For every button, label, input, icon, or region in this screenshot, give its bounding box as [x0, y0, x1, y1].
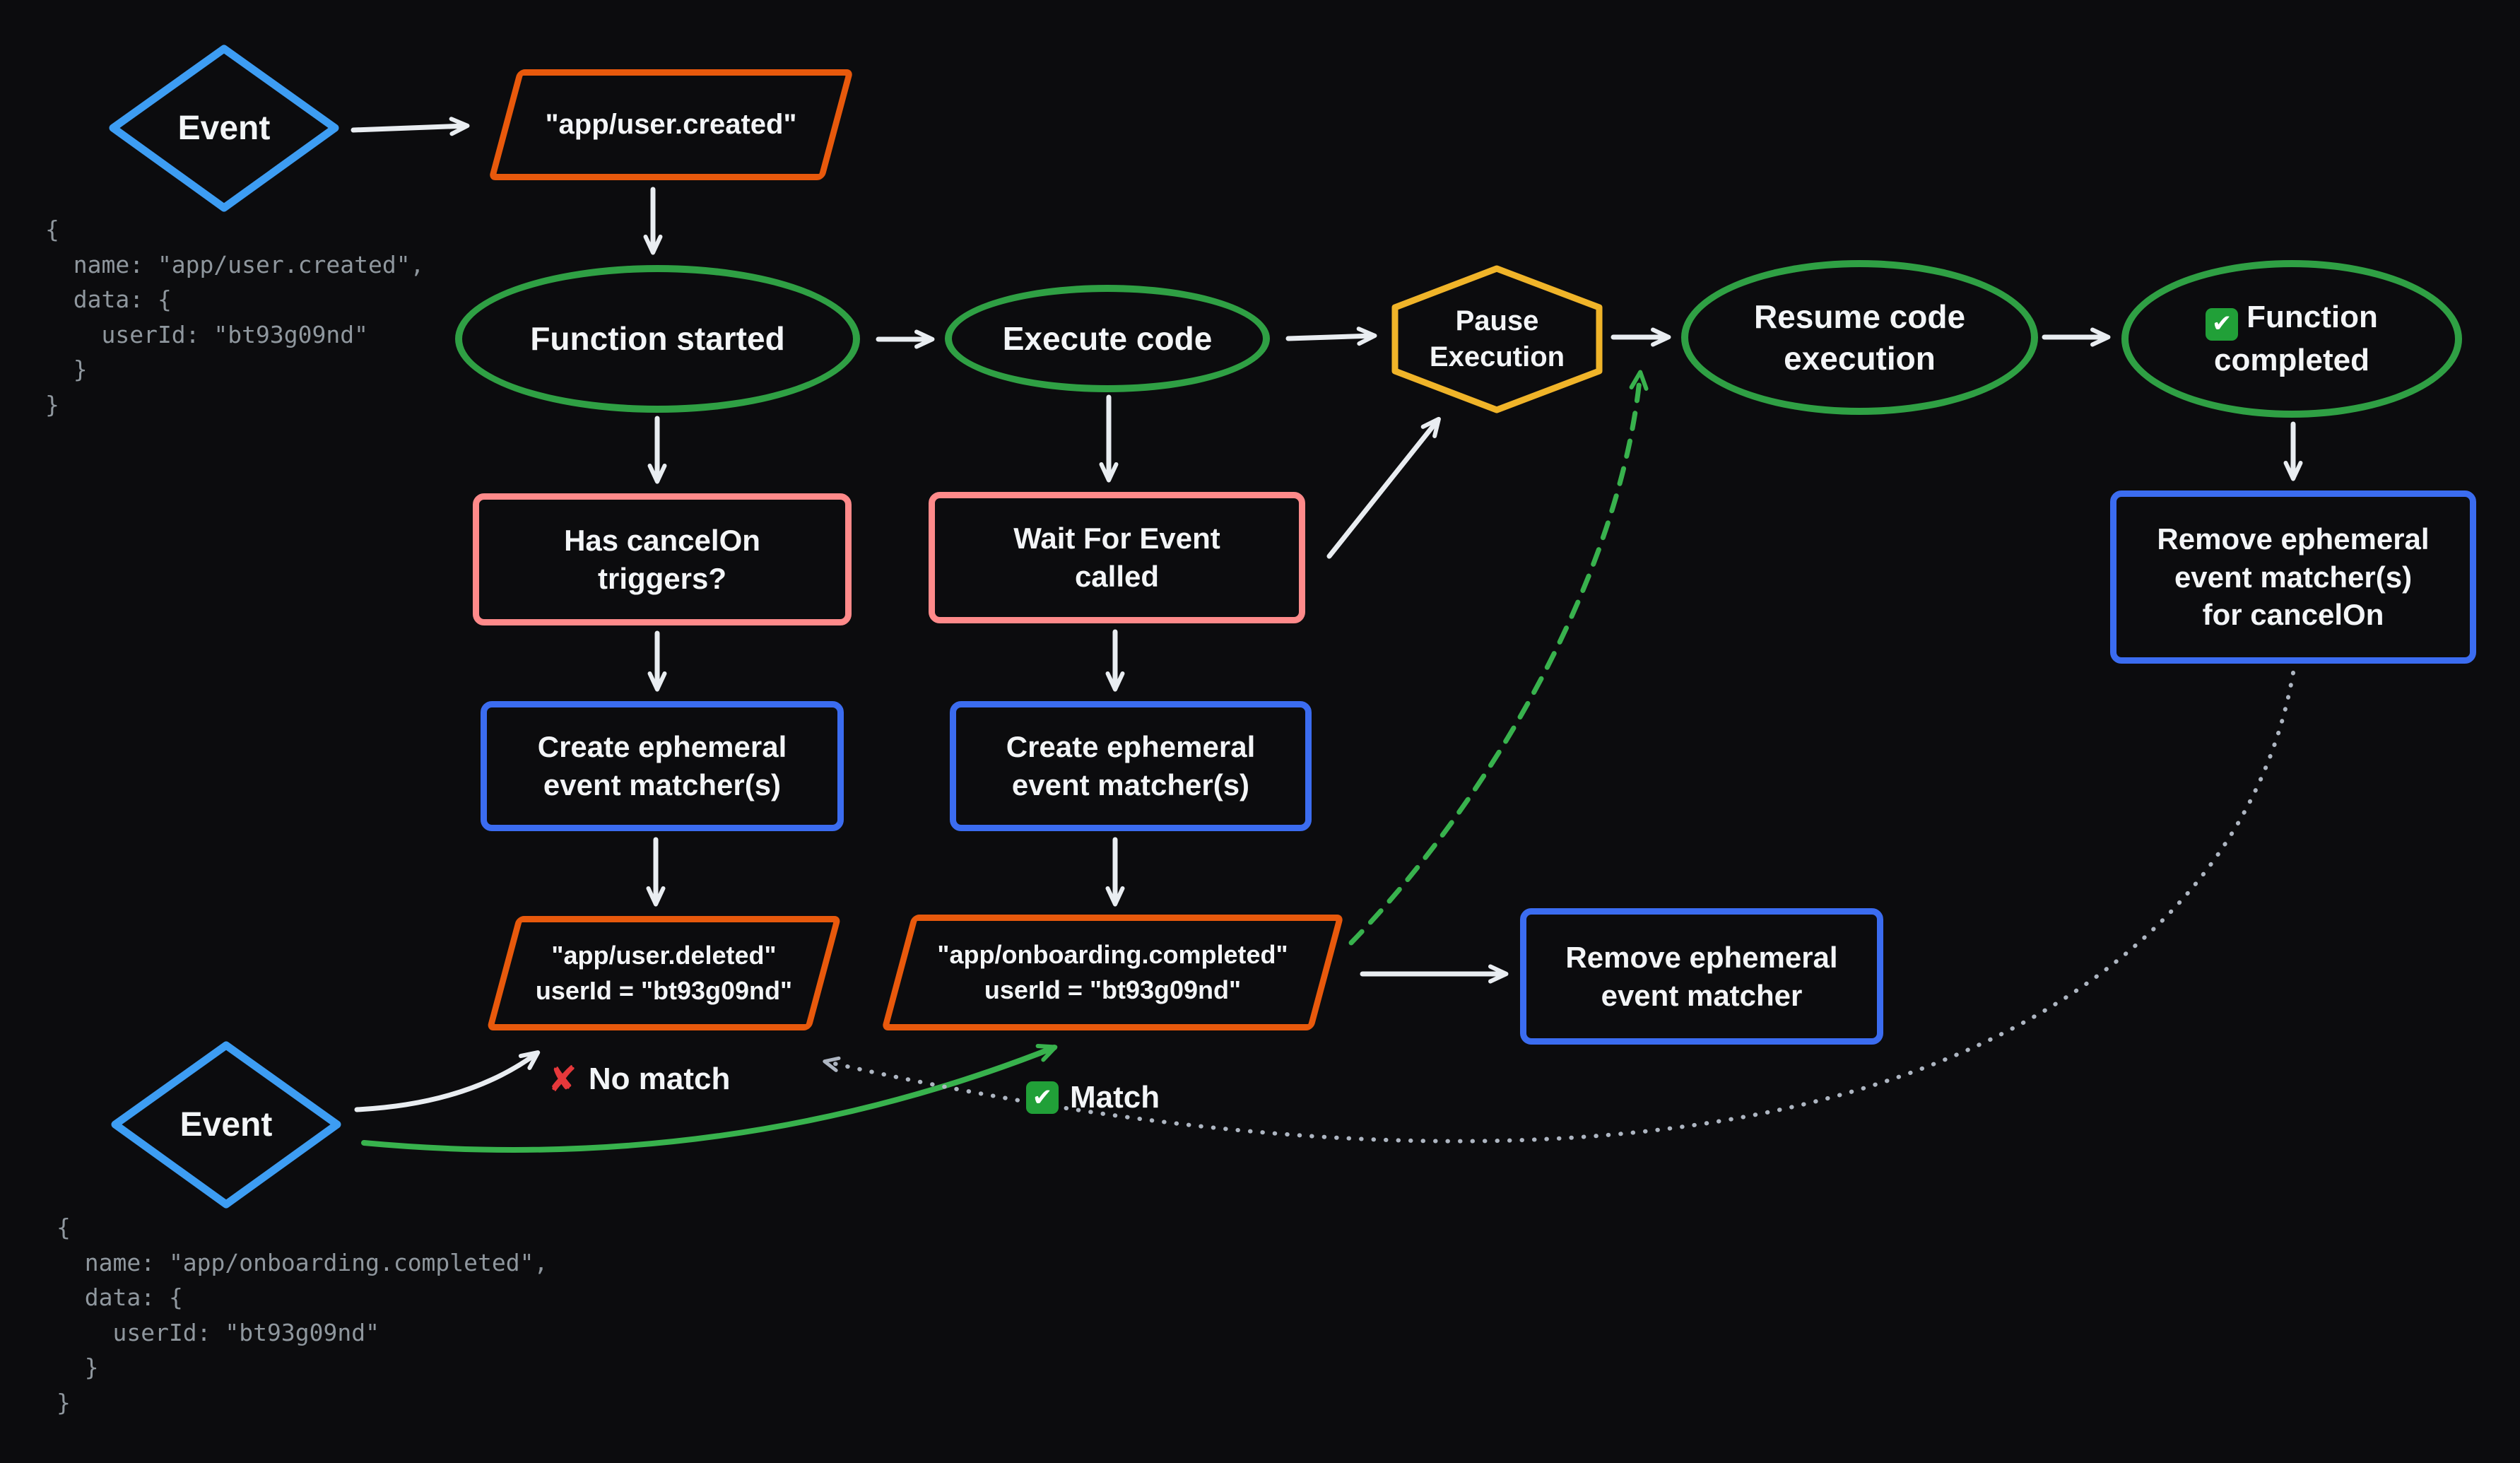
- execute-code-node: Execute code: [945, 285, 1270, 392]
- arrow-matcher-resumes-execution: [1348, 370, 1649, 946]
- arrow-wait-to-pause: [1326, 416, 1441, 559]
- diamond-shape: [109, 45, 339, 212]
- has-cancelon-node: Has cancelOn triggers?: [473, 493, 852, 625]
- matcher-onboarding-node: "app/onboarding.completed" userId = "bt9…: [876, 915, 1350, 1030]
- matcher-user-deleted-node: "app/user.deleted" userId = "bt93g09nd": [481, 916, 847, 1030]
- remove-matcher-node: Remove ephemeral event matcher: [1520, 908, 1883, 1045]
- create-matchers-wait-node: Create ephemeral event matcher(s): [950, 701, 1312, 831]
- create-matchers-cancelon-node: Create ephemeral event matcher(s): [481, 701, 844, 831]
- wait-for-event-label: Wait For Event called: [1013, 522, 1220, 593]
- function-started-node: Function started: [455, 265, 860, 413]
- arrow-event-to-trigger: [351, 117, 470, 136]
- function-started-label: Function started: [530, 320, 785, 358]
- match-label: Match: [1070, 1080, 1160, 1115]
- event-payload-onboarding-completed: { name: "app/onboarding.completed", data…: [57, 1214, 548, 1416]
- event-payload-user-created: { name: "app/user.created", data: { user…: [45, 216, 425, 418]
- event-node-top: Event: [107, 43, 341, 213]
- match-annotation: ✔ Match: [1026, 1080, 1160, 1115]
- create-matchers-wait-label: Create ephemeral event matcher(s): [1006, 730, 1256, 801]
- matcher-user-deleted-label: "app/user.deleted" userId = "bt93g09nd": [535, 940, 793, 1005]
- diamond-shape: [111, 1041, 341, 1209]
- trigger-event-label: "app/user.created": [545, 108, 797, 140]
- no-match-label: No match: [588, 1062, 731, 1096]
- no-match-annotation: ✘ No match: [548, 1062, 730, 1097]
- event-node-bottom-label: Event: [179, 1105, 273, 1144]
- remove-matcher-label: Remove ephemeral event matcher: [1565, 940, 1838, 1012]
- check-icon: ✔: [1026, 1081, 1059, 1114]
- arrow-event-no-match: [354, 1050, 541, 1112]
- pause-execution-node: Pause Execution: [1390, 264, 1604, 415]
- execute-code-label: Execute code: [1002, 319, 1213, 357]
- pause-execution-label: Pause Execution: [1429, 305, 1565, 372]
- trigger-event-node: "app/user.created": [482, 69, 860, 180]
- resume-execution-node: Resume code execution: [1681, 260, 2038, 415]
- wait-for-event-node: Wait For Event called: [929, 492, 1305, 623]
- function-completed-label: ✔Function completed: [2206, 298, 2378, 380]
- cross-icon: ✘: [548, 1059, 577, 1099]
- remove-matchers-cancelon-label: Remove ephemeral event matcher(s) for ca…: [2157, 522, 2430, 632]
- check-icon: ✔: [2206, 307, 2239, 341]
- function-completed-text: Function completed: [2213, 299, 2378, 377]
- remove-matchers-cancelon-node: Remove ephemeral event matcher(s) for ca…: [2110, 490, 2476, 664]
- resume-execution-label: Resume code execution: [1753, 298, 1966, 377]
- function-completed-node: ✔Function completed: [2121, 260, 2462, 418]
- has-cancelon-label: Has cancelOn triggers?: [564, 523, 760, 595]
- event-node-bottom: Event: [110, 1040, 343, 1210]
- event-node-top-label: Event: [177, 109, 271, 147]
- matcher-onboarding-label: "app/onboarding.completed" userId = "bt9…: [937, 939, 1288, 1004]
- arrow-execute-to-pause: [1285, 327, 1377, 346]
- create-matchers-cancelon-label: Create ephemeral event matcher(s): [537, 730, 787, 801]
